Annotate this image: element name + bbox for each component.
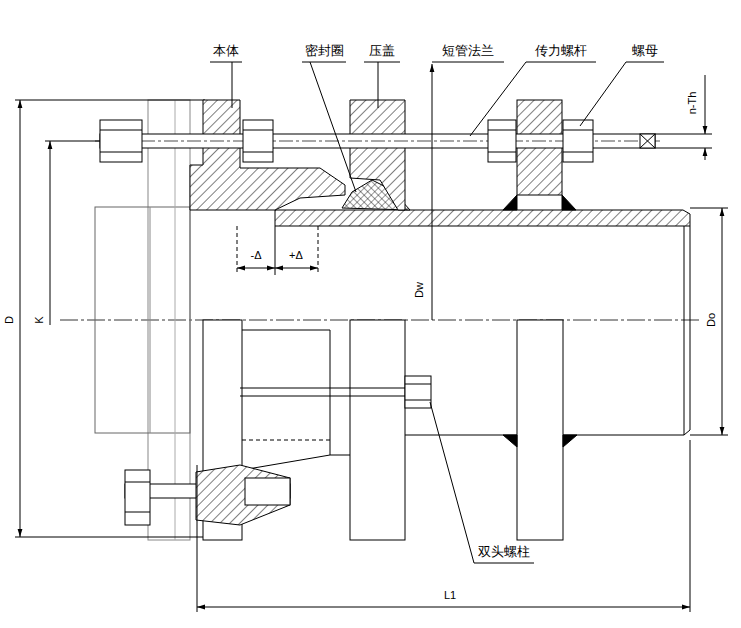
dimension-label: L1 (443, 589, 457, 601)
dimension-label: Dw (413, 281, 425, 299)
part-label: 本体 (212, 44, 240, 58)
part-label: 双头螺柱 (477, 545, 531, 559)
part-label: 压盖 (368, 44, 396, 58)
dimension-label: -Δ (249, 249, 262, 261)
dimension-label: K (33, 315, 45, 324)
dimension-label: +Δ (288, 249, 304, 261)
part-label: 传力螺杆 (534, 44, 588, 58)
part-label: 螺母 (631, 44, 659, 58)
dimension-label: Do (705, 312, 717, 328)
part-label: 密封圈 (304, 44, 345, 58)
dimension-label: n-Th (686, 91, 698, 116)
dimension-label: D (3, 315, 15, 325)
part-label: 短管法兰 (441, 44, 495, 58)
